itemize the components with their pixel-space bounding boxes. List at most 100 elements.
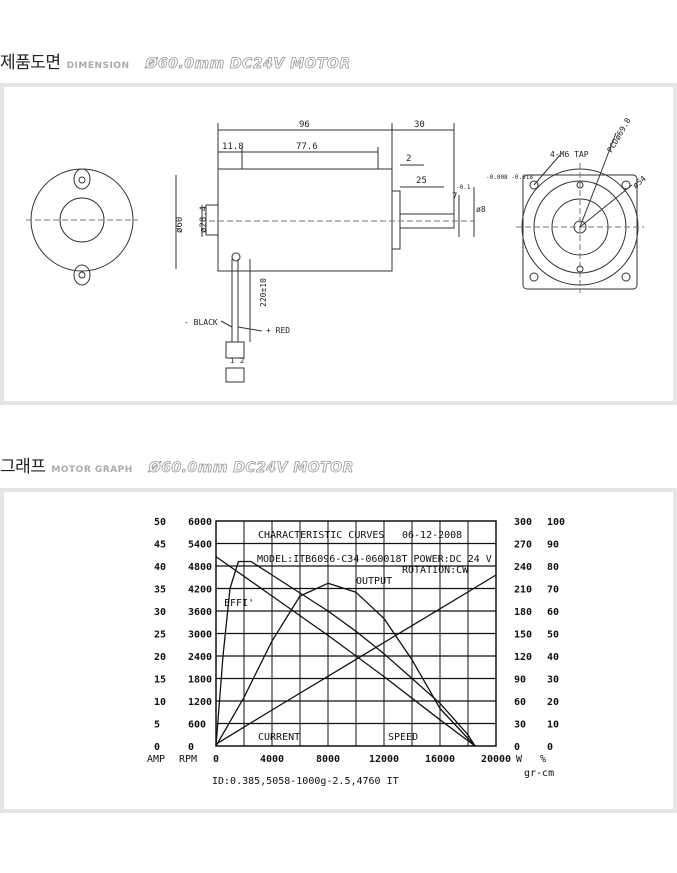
rpm-tick-label: 600 bbox=[188, 720, 206, 731]
rpm-tick-label: 4200 bbox=[188, 585, 212, 596]
w-tick-label: 0 bbox=[514, 742, 520, 753]
rear-view-hole-top bbox=[78, 176, 86, 184]
chart-grid bbox=[215, 520, 497, 747]
x-axis-unit: gr-cm bbox=[524, 768, 554, 779]
rear-view-tab-top bbox=[73, 168, 91, 190]
front-view-bolt-hole-2 bbox=[621, 180, 631, 190]
x-tick-label: 0 bbox=[213, 754, 219, 765]
series-line-effi bbox=[215, 560, 476, 747]
front-view-bolt-hole-4 bbox=[621, 272, 631, 282]
dim-25: 25 bbox=[416, 176, 427, 186]
rpm-tick-label: 1800 bbox=[188, 675, 212, 686]
dim-28-4: ø28.4 bbox=[199, 206, 209, 233]
amp-tick-label: 25 bbox=[154, 630, 166, 641]
amp-tick-label: 40 bbox=[154, 562, 166, 573]
rpm-tick-label: 6000 bbox=[188, 517, 212, 528]
characteristic-chart: 0510152025303540455006001200180024003000… bbox=[147, 517, 565, 787]
x-tick-label: 20000 bbox=[481, 754, 511, 765]
label-pin-2: 2 bbox=[240, 357, 244, 365]
motor-front-flange bbox=[391, 190, 401, 250]
chart-tick-labels: 0510152025303540455006001200180024003000… bbox=[154, 517, 565, 765]
section-title-english: MOTOR GRAPH bbox=[51, 465, 133, 475]
pct-tick-label: 40 bbox=[547, 652, 559, 663]
dim-11-8: 11.8 bbox=[222, 142, 244, 152]
dim-2: 2 bbox=[406, 154, 411, 164]
section-title-english: DIMENSION bbox=[66, 61, 130, 71]
rpm-tick-label: 2400 bbox=[188, 652, 212, 663]
pct-tick-label: 100 bbox=[547, 517, 565, 528]
pct-tick-label: 20 bbox=[547, 697, 559, 708]
w-tick-label: 150 bbox=[514, 630, 532, 641]
w-tick-label: 270 bbox=[514, 540, 532, 551]
w-tick-label: 30 bbox=[514, 720, 526, 731]
series-line-current bbox=[215, 574, 497, 745]
amp-tick-label: 45 bbox=[154, 540, 166, 551]
dim-shaft-dia: ø8 bbox=[476, 205, 486, 214]
amp-axis-unit: AMP bbox=[147, 754, 165, 765]
w-tick-label: 300 bbox=[514, 517, 532, 528]
rear-view-tab-bottom bbox=[73, 264, 91, 286]
dim-77-6: 77.6 bbox=[296, 142, 318, 152]
amp-tick-label: 0 bbox=[154, 742, 160, 753]
rpm-tick-label: 5400 bbox=[188, 540, 212, 551]
pct-tick-label: 90 bbox=[547, 540, 559, 551]
rpm-tick-label: 3600 bbox=[188, 607, 212, 618]
x-tick-label: 12000 bbox=[369, 754, 399, 765]
dim-length-total: 96 bbox=[299, 120, 310, 130]
amp-tick-label: 15 bbox=[154, 675, 166, 686]
label-red-wire: + RED bbox=[266, 326, 290, 335]
section-model-name: Ø60.0mm DC24V MOTOR bbox=[148, 460, 354, 477]
amp-tick-label: 5 bbox=[154, 720, 160, 731]
rpm-tick-label: 4800 bbox=[188, 562, 212, 573]
chart-rotation: ROTATION:CW bbox=[402, 565, 469, 576]
pct-tick-label: 50 bbox=[547, 630, 559, 641]
series-line-speed bbox=[215, 556, 476, 747]
pct-axis-unit: % bbox=[540, 754, 546, 765]
lead-connector bbox=[225, 341, 245, 359]
label-current: CURRENT bbox=[258, 732, 300, 743]
label-pin-1: 1 bbox=[230, 357, 234, 365]
x-tick-label: 4000 bbox=[260, 754, 284, 765]
section-title-korean: 제품도면 bbox=[0, 53, 61, 73]
w-tick-label: 180 bbox=[514, 607, 532, 618]
dim-7-tol: -0.1 bbox=[456, 184, 471, 191]
w-tick-label: 210 bbox=[514, 585, 532, 596]
w-tick-label: 90 bbox=[514, 675, 526, 686]
pct-tick-label: 70 bbox=[547, 585, 559, 596]
chart-date: 06-12-2008 bbox=[402, 530, 462, 541]
dimension-drawing-area: 96 30 11.8 77.6 2 25 7 -0.1 ø8 -0.008 -0… bbox=[4, 87, 673, 401]
pct-tick-label: 60 bbox=[547, 607, 559, 618]
rpm-tick-label: 0 bbox=[188, 742, 194, 753]
w-tick-label: 120 bbox=[514, 652, 532, 663]
series-line-output bbox=[215, 582, 476, 747]
lead-connector-front bbox=[225, 367, 245, 383]
dim-7: 7 bbox=[452, 192, 457, 202]
chart-title: CHARACTERISTIC CURVES bbox=[258, 530, 384, 541]
motor-body bbox=[217, 168, 393, 272]
rpm-axis-unit: RPM bbox=[179, 754, 197, 765]
x-tick-label: 8000 bbox=[316, 754, 340, 765]
w-tick-label: 60 bbox=[514, 697, 526, 708]
dim-54: ø54 bbox=[631, 174, 648, 190]
dim-tap: 4-M6 TAP bbox=[550, 150, 589, 159]
front-view-bolt-hole-3 bbox=[529, 272, 539, 282]
section-model-name: Ø60.0mm DC24V MOTOR bbox=[145, 56, 351, 73]
rear-view-hole-bottom bbox=[78, 271, 86, 279]
dim-shaft-length: 30 bbox=[414, 120, 425, 130]
amp-tick-label: 50 bbox=[154, 517, 166, 528]
pct-tick-label: 0 bbox=[547, 742, 553, 753]
x-tick-label: 16000 bbox=[425, 754, 455, 765]
pct-tick-label: 80 bbox=[547, 562, 559, 573]
section-title-dimension: 제품도면 DIMENSION Ø60.0mm DC24V MOTOR bbox=[0, 48, 351, 73]
label-effi: EFFI' bbox=[224, 598, 254, 609]
amp-tick-label: 30 bbox=[154, 607, 166, 618]
w-axis-unit: W bbox=[516, 754, 523, 765]
amp-tick-label: 35 bbox=[154, 585, 166, 596]
section-title-korean: 그래프 bbox=[0, 457, 46, 477]
front-view-bolt-hole-1 bbox=[529, 180, 539, 190]
dimension-drawing: 96 30 11.8 77.6 2 25 7 -0.1 ø8 -0.008 -0… bbox=[26, 116, 648, 383]
amp-tick-label: 20 bbox=[154, 652, 166, 663]
motor-endcap bbox=[205, 204, 219, 236]
label-output: OUTPUT bbox=[356, 576, 392, 587]
